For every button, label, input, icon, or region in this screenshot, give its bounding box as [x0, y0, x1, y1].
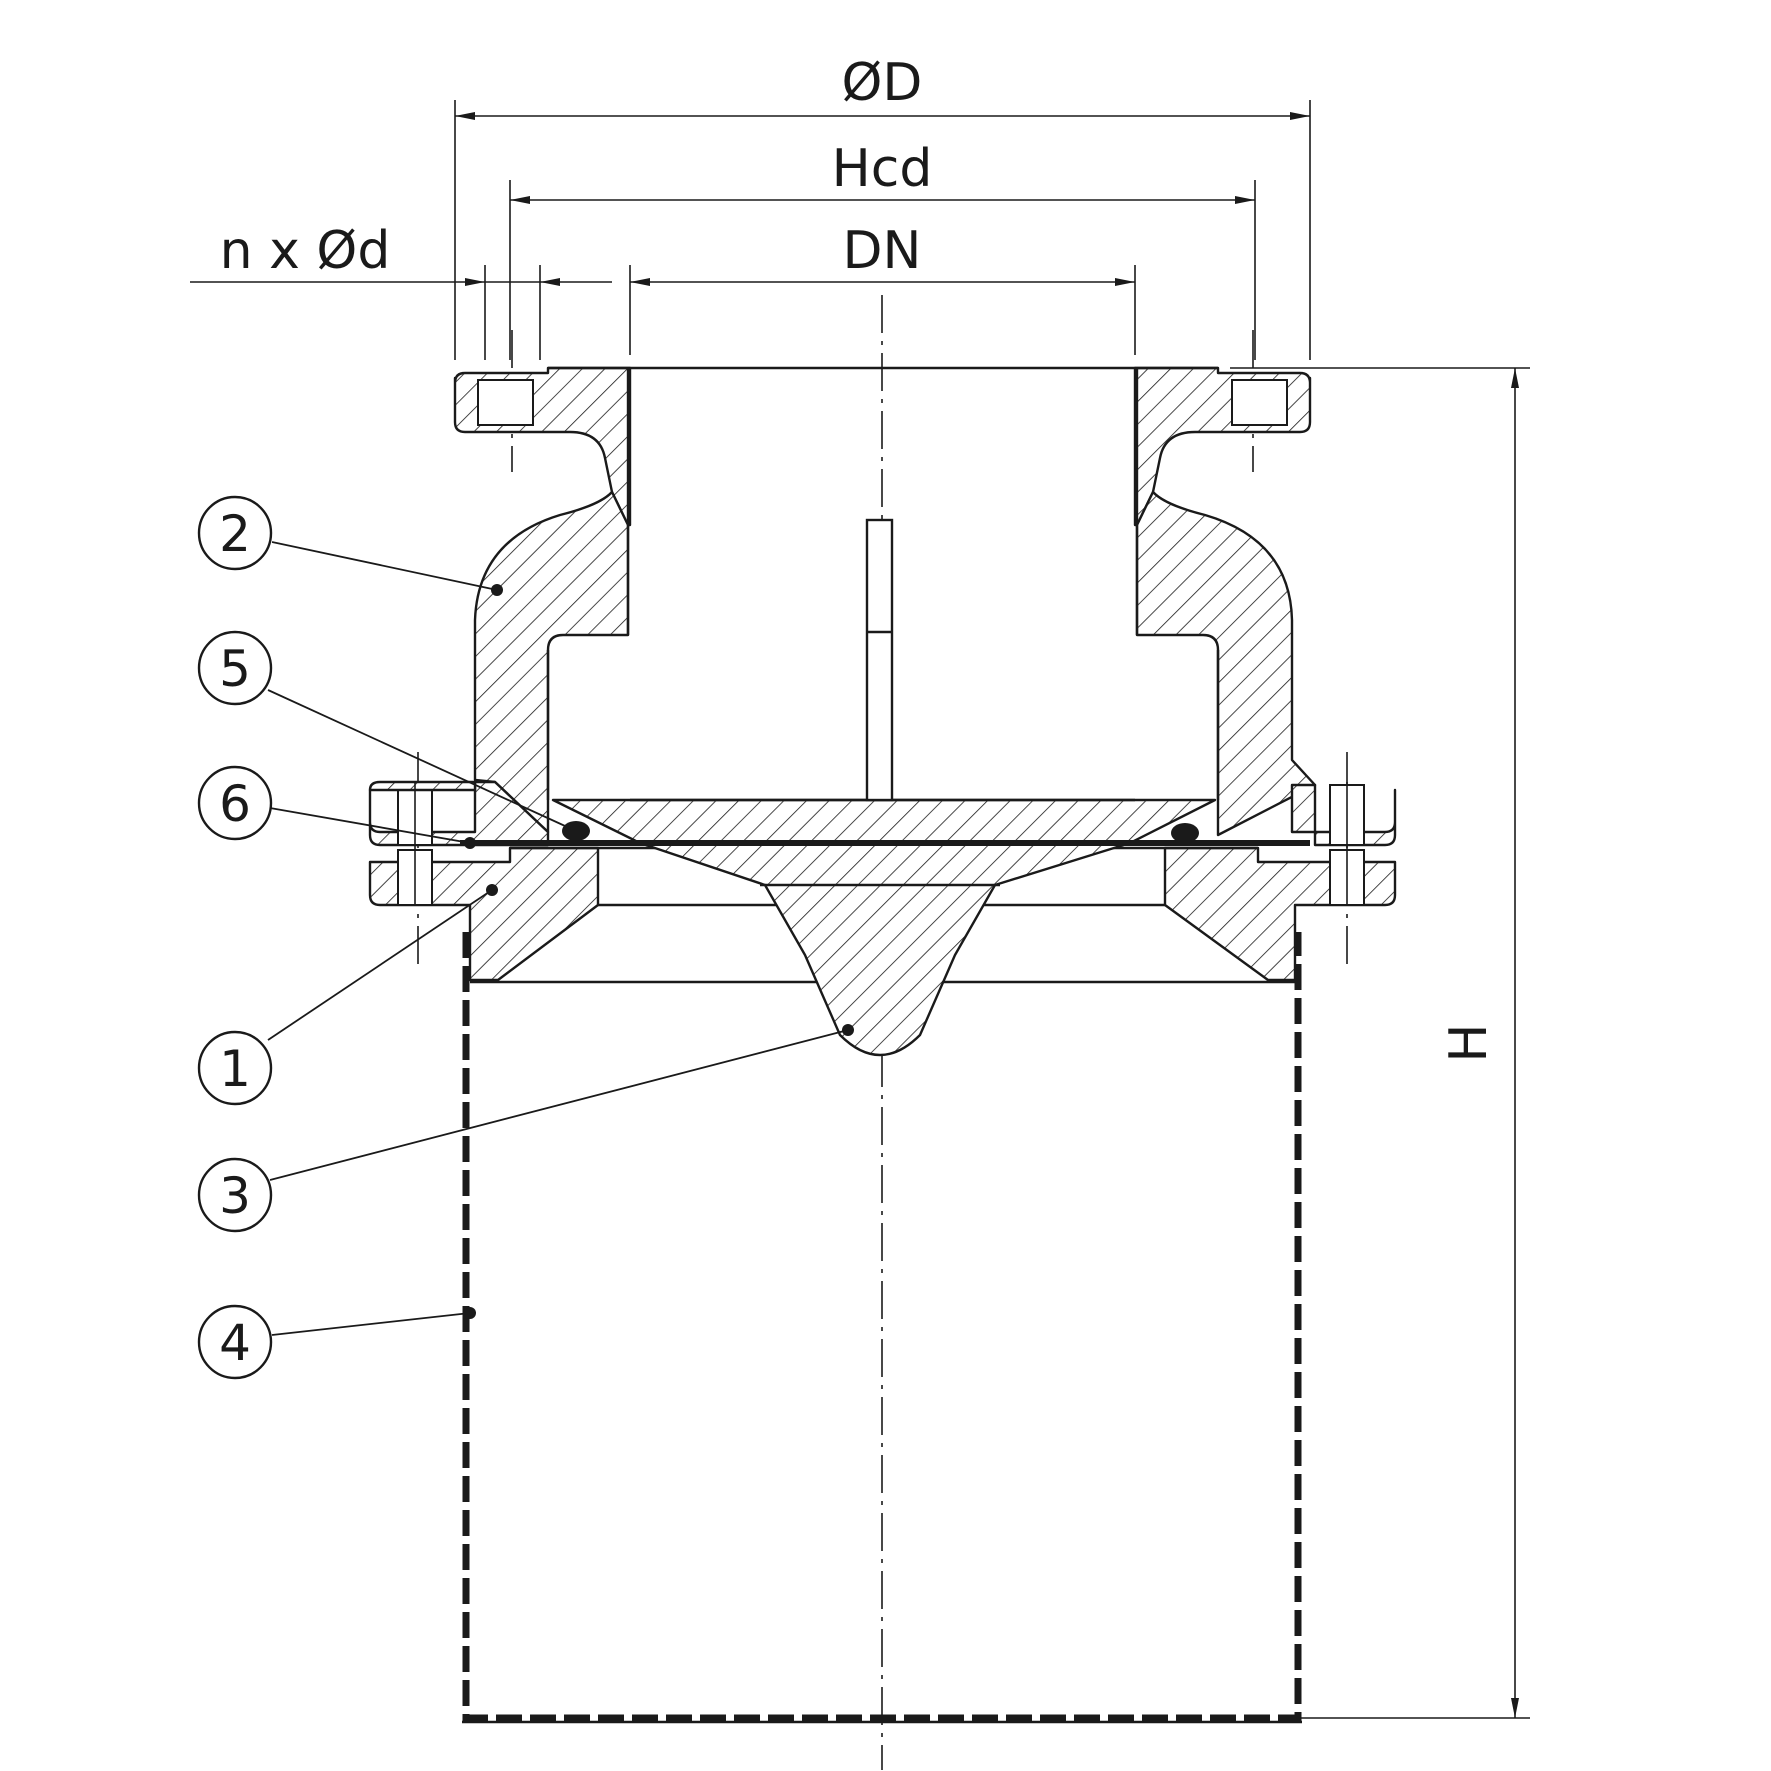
- hole-circle-label: Hcd: [832, 139, 933, 199]
- nominal-diameter-label: DN: [843, 221, 922, 281]
- o-ring-part-5: [562, 821, 1199, 843]
- height-label: H: [1439, 1023, 1499, 1062]
- gasket-part-6: [460, 840, 1310, 846]
- balloon-4: 4: [197, 1304, 273, 1380]
- lower-body-part-1: [368, 782, 1397, 984]
- balloon-2: 2: [197, 495, 273, 571]
- svg-text:5: 5: [219, 640, 251, 698]
- svg-text:4: 4: [219, 1314, 251, 1372]
- balloon-1: 1: [197, 1030, 273, 1106]
- leader-lines: [267, 541, 854, 1336]
- upper-body-part-2: [368, 366, 1397, 847]
- svg-text:3: 3: [219, 1167, 251, 1225]
- valve-disc-part-3: [551, 518, 1217, 1057]
- dimension-group: ØD Hcd DN n x Ød H: [190, 53, 1530, 1719]
- bolt-hole-label: n x Ød: [220, 221, 391, 281]
- outer-diameter-label: ØD: [842, 53, 923, 113]
- balloon-5: 5: [197, 630, 273, 706]
- strainer-screen-part-4: [462, 932, 1302, 1724]
- balloon-6: 6: [197, 765, 273, 841]
- svg-text:6: 6: [219, 775, 251, 833]
- svg-text:2: 2: [219, 505, 251, 563]
- balloon-3: 3: [197, 1157, 273, 1233]
- svg-text:1: 1: [219, 1040, 251, 1098]
